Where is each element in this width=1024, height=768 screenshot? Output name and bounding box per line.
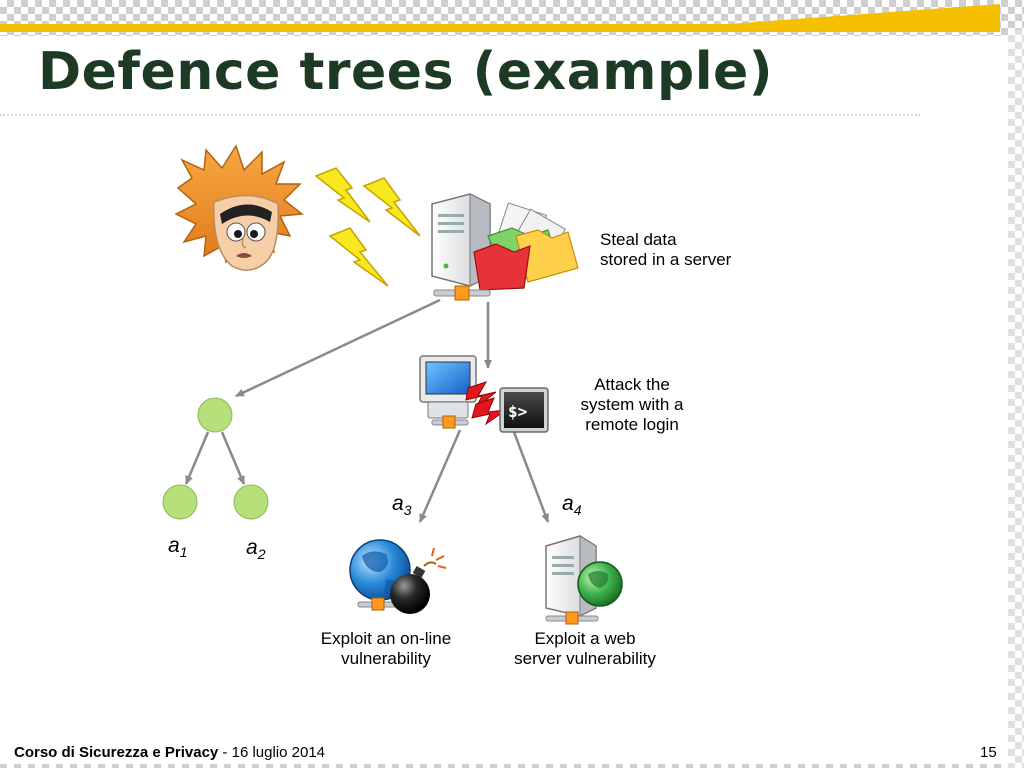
attack-node-label-line3: remote login <box>585 415 679 434</box>
leaf-a2-subscript: 2 <box>257 546 266 562</box>
title-divider <box>0 114 920 116</box>
attack-node-label: Attack the system with a remote login <box>570 375 694 435</box>
exploit-online-label: Exploit an on-line vulnerability <box>305 629 467 669</box>
leaf-node-a2 <box>233 484 269 520</box>
exploit-online-label-line1: Exploit an on-line <box>320 629 452 648</box>
server-with-files-icon <box>431 193 579 301</box>
edge-left-to-a2 <box>220 431 246 485</box>
lightning-icon <box>314 167 421 287</box>
footer-course: Corso di Sicurezza e Privacy <box>14 744 219 761</box>
edge-left-to-a1 <box>184 431 210 485</box>
exploit-online-label-line2: vulnerability <box>341 649 431 668</box>
accent-band <box>0 24 1000 32</box>
leaf-node-a1 <box>162 484 198 520</box>
slide-footer: Corso di Sicurezza e Privacy - 16 luglio… <box>14 744 325 761</box>
leaf-a1-subscript: 1 <box>179 544 188 560</box>
leaf-label-a4: a4 <box>562 492 581 518</box>
edge-attack-to-a3 <box>418 429 462 523</box>
leaf-a3-subscript: 3 <box>403 502 412 518</box>
tree-edges <box>184 298 550 523</box>
svg-text:$>: $> <box>508 402 527 421</box>
leaf-a4-letter: a <box>562 492 574 515</box>
exploit-web-label-line2: server vulnerability <box>514 649 656 668</box>
leaf-a4-subscript: 4 <box>573 502 582 518</box>
page-title: Defence trees (example) <box>38 42 774 102</box>
footer-date: - 16 luglio 2014 <box>218 744 326 761</box>
root-goal-label-line1: Steal data <box>600 230 677 249</box>
right-edge <box>1008 30 1024 768</box>
page-number: 15 <box>980 744 997 761</box>
leaf-label-a1: a1 <box>168 534 187 560</box>
attack-node-label-line1: Attack the <box>594 375 670 394</box>
exploit-web-label: Exploit a web server vulnerability <box>498 629 672 669</box>
attacker-face-icon <box>174 144 304 271</box>
leaf-a1-letter: a <box>168 534 180 557</box>
globe-bomb-icon <box>349 539 447 614</box>
edge-root-to-left-node <box>235 298 441 398</box>
attack-node-label-line2: system with a <box>580 395 684 414</box>
computer-terminal-icon: $> <box>419 355 549 433</box>
edge-attack-to-a4 <box>512 431 550 523</box>
leaf-label-a2: a2 <box>246 536 265 562</box>
root-goal-label-line2: stored in a server <box>600 250 732 269</box>
exploit-web-label-line1: Exploit a web <box>534 629 636 648</box>
leaf-a2-letter: a <box>246 536 258 559</box>
leaf-label-a3: a3 <box>392 492 411 518</box>
root-goal-label: Steal data stored in a server <box>600 230 731 270</box>
web-server-globe-icon <box>545 535 623 625</box>
leaf-a3-letter: a <box>392 492 404 515</box>
or-node <box>197 397 233 433</box>
